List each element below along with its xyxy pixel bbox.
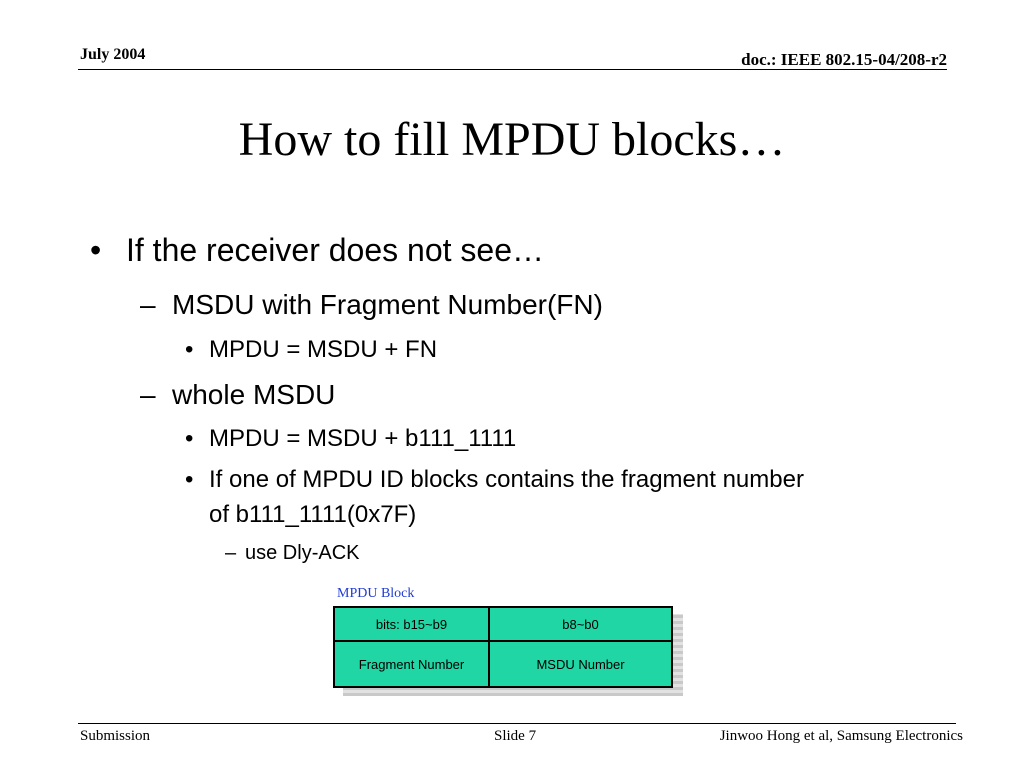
bullet-text: MPDU = MSDU + b111_1111 [209,425,517,452]
bullet-text: If the receiver does not see… [126,232,544,268]
mpdu-block-diagram: bits: b15~b9 b8~b0 Fragment Number MSDU … [333,606,673,688]
mpdu-block-caption: MPDU Block [337,586,415,601]
footer-submission: Submission [80,728,151,744]
bullet-text: MPDU = MSDU + FN [209,336,438,363]
mpdu-field-msdu-number: MSDU Number [536,656,625,672]
mpdu-bits-high: bits: b15~b9 [375,616,448,632]
mpdu-field-fragment-number: Fragment Number [358,656,465,672]
header-doc-id: doc.: IEEE 802.15-04/208-r2 [741,50,947,69]
bullet-text: MSDU with Fragment Number(FN) [172,289,603,320]
bullet-dot-icon: • [90,232,102,268]
bullet-text-continued: of b111_1111(0x7F) [209,501,417,528]
mpdu-block-horizontal-divider [335,640,671,642]
footer-divider [78,723,956,724]
mpdu-block-vertical-divider [488,608,490,686]
bullet-text: If one of MPDU ID blocks contains the fr… [209,466,804,493]
header-divider [78,69,947,70]
bullet-dot-icon: • [185,336,194,363]
bullet-text: use Dly-ACK [245,542,360,564]
header-date: July 2004 [80,46,146,63]
footer-author: Jinwoo Hong et al, Samsung Electronics [719,728,963,744]
footer-slide-number: Slide 7 [494,728,537,744]
bullet-text: whole MSDU [172,379,336,410]
bullet-dash-icon: – [140,379,156,410]
bullet-dot-icon: • [185,466,194,493]
slide-title: How to fill MPDU blocks… [238,113,786,166]
bullet-dash-icon: – [140,289,156,320]
bullet-dash-icon: – [225,542,237,564]
mpdu-bits-low: b8~b0 [562,616,599,632]
bullet-dot-icon: • [185,425,194,452]
